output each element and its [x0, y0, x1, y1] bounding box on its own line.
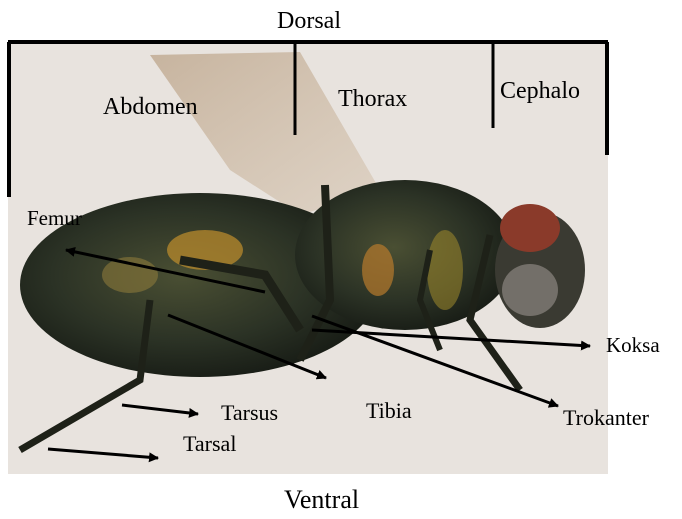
label-ventral: Ventral — [284, 485, 359, 514]
label-femur: Femur — [27, 206, 82, 230]
label-dorsal: Dorsal — [277, 8, 341, 34]
label-thorax: Thorax — [338, 86, 407, 112]
thorax-sheen — [362, 244, 394, 296]
head-grey — [502, 264, 558, 316]
eye — [500, 204, 560, 252]
label-abdomen: Abdomen — [103, 94, 198, 120]
label-trokanter: Trokanter — [563, 405, 650, 430]
fly-photo — [8, 44, 608, 474]
thorax-sheen-2 — [427, 230, 463, 310]
label-cephalo: Cephalo — [500, 78, 580, 104]
label-tarsus: Tarsus — [221, 400, 278, 425]
label-tibia: Tibia — [366, 398, 412, 423]
label-tarsal: Tarsal — [183, 431, 236, 456]
label-koksa: Koksa — [606, 333, 660, 357]
